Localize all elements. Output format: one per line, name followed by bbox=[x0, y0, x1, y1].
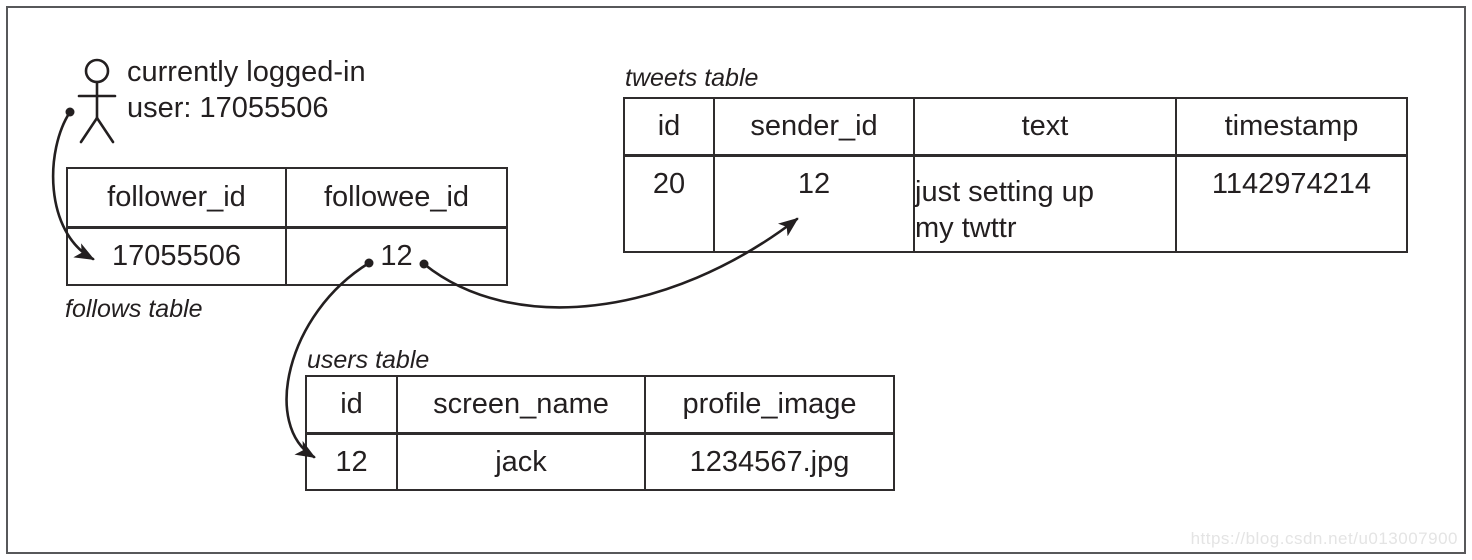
follows-cell-followee-id: 12 bbox=[380, 240, 413, 272]
users-cell-id: 12 bbox=[307, 435, 398, 489]
logged-in-user-caption: currently logged-in user: 17055506 bbox=[127, 54, 366, 126]
watermark: https://blog.csdn.net/u013007900 bbox=[1190, 529, 1458, 548]
follows-table: follower_id followee_id 17055506 12 bbox=[66, 167, 508, 286]
tweets-cell-text: just setting up my twttr bbox=[915, 157, 1177, 251]
users-table: id screen_name profile_image 12 jack 123… bbox=[305, 375, 895, 491]
tweets-cell-text-line2: my twttr bbox=[915, 211, 1017, 244]
tweets-header-text: text bbox=[915, 99, 1177, 157]
logged-in-user-caption-line1: currently logged-in bbox=[127, 56, 366, 88]
tweets-cell-sender-id: 12 bbox=[715, 157, 915, 251]
tweets-header-id: id bbox=[625, 99, 715, 157]
follows-header-follower-id: follower_id bbox=[68, 169, 287, 229]
users-table-label: users table bbox=[307, 346, 430, 374]
tweets-cell-id: 20 bbox=[625, 157, 715, 251]
logged-in-user-caption-line2: user: 17055506 bbox=[127, 92, 329, 124]
diagram-frame bbox=[6, 6, 1466, 554]
users-header-profile-image: profile_image bbox=[646, 377, 893, 435]
follows-header-followee-id: followee_id bbox=[287, 169, 506, 229]
tweets-header-timestamp: timestamp bbox=[1177, 99, 1406, 157]
users-cell-profile-image: 1234567.jpg bbox=[689, 445, 850, 478]
users-header-id: id bbox=[307, 377, 398, 435]
users-cell-screen-name: jack bbox=[398, 435, 646, 489]
tweets-cell-text-line1: just setting up bbox=[915, 175, 1094, 208]
tweets-table: id sender_id text timestamp 20 12 just s… bbox=[623, 97, 1408, 253]
tweets-cell-timestamp: 1142974214 bbox=[1211, 168, 1372, 200]
follows-cell-follower-id: 17055506 bbox=[68, 229, 287, 284]
tweets-table-label: tweets table bbox=[625, 64, 759, 92]
users-header-screen-name: screen_name bbox=[398, 377, 646, 435]
tweets-header-sender-id: sender_id bbox=[715, 99, 915, 157]
follows-table-label: follows table bbox=[65, 295, 203, 323]
